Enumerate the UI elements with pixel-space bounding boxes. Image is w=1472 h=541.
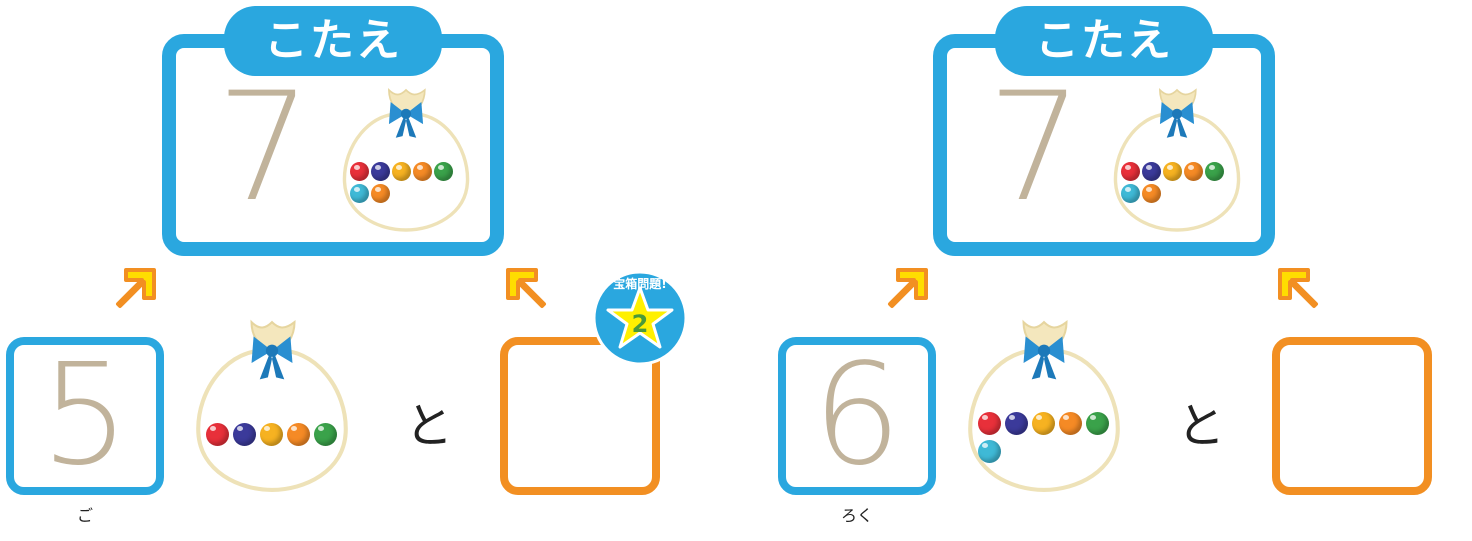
bead [1163,162,1182,181]
bead-bag-icon [960,318,1128,494]
answer-label: こたえ [224,6,442,76]
bead [206,423,229,446]
answer-bead-group [350,162,470,212]
bead [233,423,256,446]
treasure-question-badge: 宝箱問題! 2 [592,270,688,366]
answer-label-tab: こたえ [995,6,1213,76]
bead [978,412,1001,435]
bead [1005,412,1028,435]
bead [1086,412,1109,435]
bead [260,423,283,446]
bead [434,162,453,181]
bead [392,162,411,181]
answer-bead-group [1121,162,1241,212]
arrow-up-right-icon [882,262,934,314]
answer-number: 7 [985,68,1085,228]
answer-blank-box[interactable] [1272,337,1432,495]
bead [287,423,310,446]
arrow-up-left-icon [1272,262,1324,314]
bead [1121,184,1140,203]
bead [1121,162,1140,181]
bead [1059,412,1082,435]
answer-label-tab: こたえ [224,6,442,76]
answer-label: こたえ [995,6,1213,76]
given-number: 6 [786,341,928,491]
bead [978,440,1001,463]
bead-bag-icon [188,318,356,494]
bead [1142,184,1161,203]
connector-to: と [1177,386,1225,456]
arrow-up-left-icon [500,262,552,314]
bead [314,423,337,446]
bead [350,184,369,203]
given-number: 5 [14,341,156,491]
bead [371,184,390,203]
bead [413,162,432,181]
connector-to: と [405,386,453,456]
given-bead-group [978,412,1118,464]
number-reading: ご [60,502,110,526]
given-number-box: 6 [778,337,936,495]
given-bead-group [206,423,346,447]
answer-number: 7 [214,68,314,228]
bead [350,162,369,181]
badge-number: 2 [624,310,656,338]
bead [1032,412,1055,435]
given-number-box: 5 [6,337,164,495]
number-reading: ろく [822,502,892,526]
bead [1184,162,1203,181]
bead [371,162,390,181]
arrow-up-right-icon [110,262,162,314]
bead [1142,162,1161,181]
badge-caption: 宝箱問題! [602,275,678,292]
bead [1205,162,1224,181]
